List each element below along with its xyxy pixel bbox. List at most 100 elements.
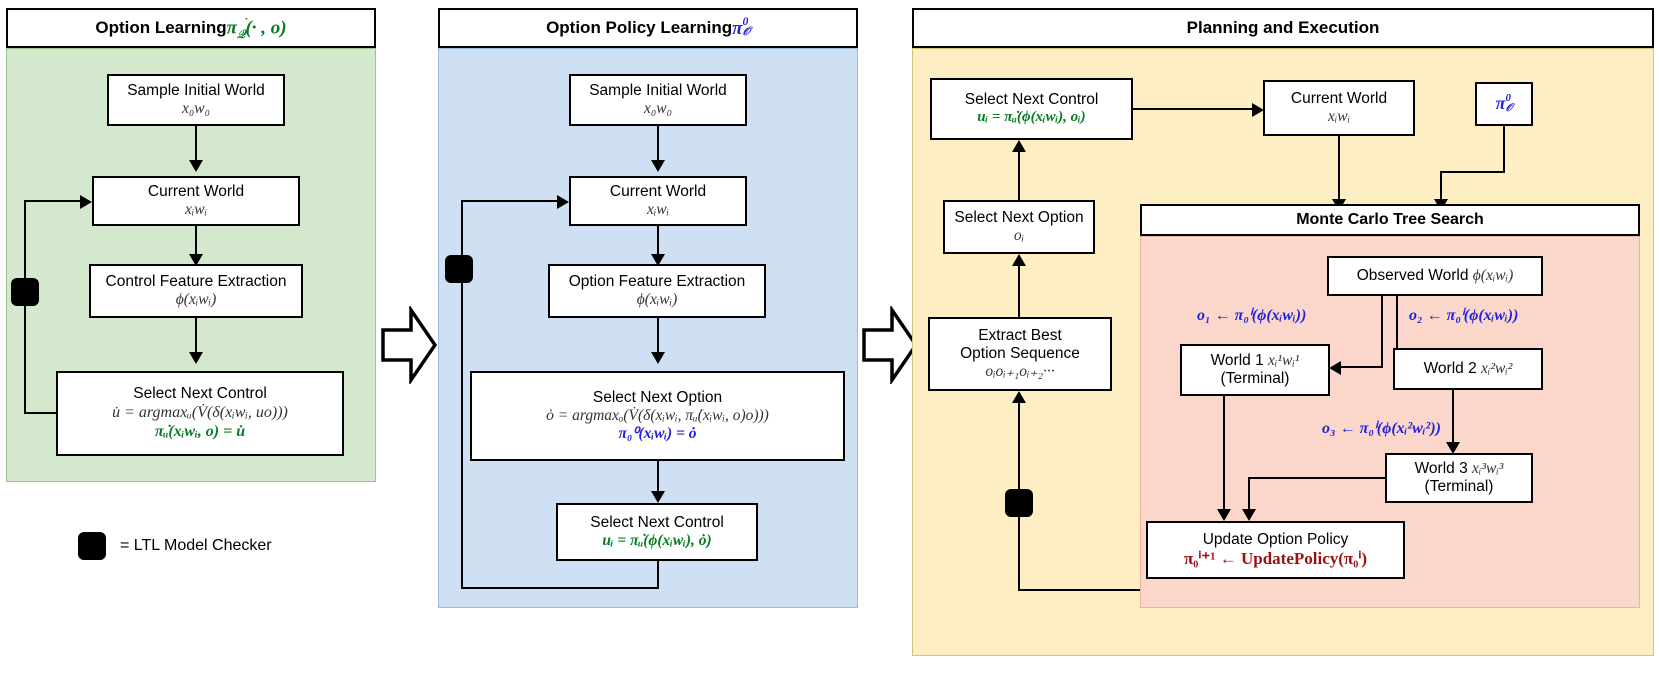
loop-bottom-1 [24, 412, 58, 414]
panel-header-mcts: Monte Carlo Tree Search [1140, 204, 1640, 236]
node-math: oᵢ [1013, 227, 1025, 244]
arrowhead-right [1252, 103, 1264, 117]
panel-title-planning-and-execution: Planning and Execution [1186, 18, 1380, 37]
world1-label: World 1 [1210, 351, 1268, 369]
node-select-next-option-2: Select Next Option ȯ = argmaxₒ(V̇(δ(xᵢw… [470, 371, 845, 461]
node-title: Sample Initial World [589, 81, 727, 99]
node-select-next-option-3: Select Next Option oᵢ [943, 200, 1095, 254]
node-select-next-control-1: Select Next Control u̇ = argmaxᵤ(V̇(δ(xᵢ… [56, 371, 344, 456]
node-world-2: World 2 xᵢ²wᵢ² [1393, 348, 1543, 390]
edge-world3-left [1248, 477, 1387, 479]
edge-sno3-to-snc3 [1018, 150, 1020, 200]
ltl-model-checker-marker-2 [445, 255, 473, 283]
node-subtitle: (Terminal) [1220, 370, 1290, 387]
node-world-1: World 1 xᵢ¹wᵢ¹ (Terminal) [1180, 344, 1330, 396]
node-title: Update Option Policy [1202, 530, 1349, 548]
node-sample-initial-world-1: Sample Initial World x₀w₀ [107, 74, 285, 126]
edge-policy-left [1440, 171, 1505, 173]
stage-arrow-2-icon [862, 304, 919, 389]
arrowhead-down [651, 160, 665, 172]
observed-world-label: Observed World [1356, 266, 1473, 284]
arrowhead-down [651, 491, 665, 503]
ltl-model-checker-marker-1 [11, 278, 39, 306]
loop-bottom-2 [461, 587, 659, 589]
edge-world3-down [1248, 477, 1250, 513]
observed-world-math: ϕ(xᵢwᵢ) [1472, 266, 1514, 284]
node-title: World 3 xᵢ³wᵢ³ [1415, 460, 1504, 478]
node-title: Current World [609, 182, 707, 200]
node-title-line1: Extract Best [978, 326, 1062, 344]
node-current-world-3: Current World xᵢwᵢ [1263, 80, 1415, 136]
node-math-2: πᵤ̇(xᵢwᵢ, o) = u̇ [154, 422, 246, 440]
arrowhead-down [651, 254, 665, 266]
arrowhead-right [80, 195, 92, 209]
panel-title-option-learning: Option Learning [95, 18, 227, 37]
node-math: x₀w₀ [644, 100, 672, 117]
node-math: xᵢwᵢ [1327, 108, 1351, 125]
node-title: Current World [1290, 89, 1388, 107]
edge-world2-to-world3 [1452, 390, 1454, 446]
node-update-option-policy: Update Option Policy π₀ⁱ⁺¹ ← UpdatePolic… [1146, 521, 1405, 579]
node-select-next-control-2: Select Next Control uᵢ = πᵤ̇(ϕ(xᵢwᵢ), ȯ… [556, 503, 758, 561]
node-math-1: u̇ = argmaxᵤ(V̇(δ(xᵢwᵢ, uo))) [112, 403, 288, 421]
legend: = LTL Model Checker [78, 532, 272, 560]
arrowhead-down [189, 254, 203, 266]
node-title: Current World [147, 182, 245, 200]
arrowhead-down [189, 352, 203, 364]
loop-top-2 [461, 200, 559, 202]
arrowhead-down [651, 352, 665, 364]
edge-current-to-ofe-2 [657, 226, 659, 258]
node-math: xᵢwᵢ [184, 201, 208, 218]
node-math: x₀w₀ [182, 100, 210, 117]
node-select-next-control-3: Select Next Control uᵢ = πᵤ̇(ϕ(xᵢwᵢ), oᵢ… [930, 78, 1133, 140]
node-control-feature-extraction: Control Feature Extraction ϕ(xᵢwᵢ) [89, 264, 303, 318]
legend-label: = LTL Model Checker [120, 537, 272, 554]
arrowhead-left [1329, 361, 1341, 375]
node-math: uᵢ = πᵤ̇(ϕ(xᵢwᵢ), oᵢ) [977, 109, 1086, 126]
edge-ow-to-world1 [1340, 366, 1383, 368]
edge-cfe-to-snc-1 [195, 318, 197, 356]
node-math-1: ȯ = argmaxₒ(V̇(δ(xᵢwᵢ, πᵤ̇(xᵢwᵢ, o)o))) [546, 406, 769, 424]
edge-world1-to-update [1223, 396, 1225, 513]
node-math: ϕ(xᵢwᵢ) [636, 291, 678, 308]
panel-header-option-learning: Option Learning π𝒬̇(· , o) [6, 8, 376, 48]
node-title: Sample Initial World [127, 81, 265, 99]
node-math: oᵢoᵢ₊₁oᵢ₊₂··· [985, 363, 1055, 381]
node-math: uᵢ = πᵤ̇(ϕ(xᵢwᵢ), ȯ) [602, 532, 712, 549]
edge-ebos-to-sno3 [1018, 264, 1020, 317]
arrowhead-up [1012, 254, 1026, 266]
node-world-3: World 3 xᵢ³wᵢ³ (Terminal) [1385, 453, 1533, 503]
edge-sample-to-current-2 [657, 126, 659, 164]
world2-label: World 2 [1423, 359, 1481, 377]
loop-top-1 [24, 200, 82, 202]
node-current-world-1: Current World xᵢwᵢ [92, 176, 300, 226]
ltl-model-checker-icon [78, 532, 106, 560]
panel-title-math-option-learning: π𝒬̇(· , o) [226, 17, 287, 41]
mcts-title: Monte Carlo Tree Search [1296, 211, 1484, 228]
node-title: Observed World ϕ(xᵢwᵢ) [1357, 267, 1513, 285]
edge-policy-down [1503, 126, 1505, 173]
node-current-world-2: Current World xᵢwᵢ [569, 176, 747, 226]
world3-math: xᵢ³wᵢ³ [1472, 459, 1504, 477]
world1-math: xᵢ¹wᵢ¹ [1268, 351, 1300, 369]
edge-label-o2: o₂ ← π₀ⁱ(ϕ(xᵢwᵢ)) [1409, 307, 1519, 324]
arrowhead-up [1012, 140, 1026, 152]
node-sample-initial-world-2: Sample Initial World x₀w₀ [569, 74, 747, 126]
arrowhead-down [1217, 509, 1231, 521]
edge-label-o3: o₃ ← π₀ⁱ(ϕ(xᵢ²wᵢ²)) [1322, 420, 1442, 437]
stage-arrow-1-icon [381, 304, 438, 389]
arrowhead-up [1012, 391, 1026, 403]
node-title: Select Next Control [964, 91, 1099, 109]
loop-down-2 [657, 561, 659, 589]
arrowhead-right [557, 195, 569, 209]
arrowhead-down [1446, 442, 1460, 454]
node-option-feature-extraction: Option Feature Extraction ϕ(xᵢwᵢ) [548, 264, 766, 318]
edge-sno-to-snc-2 [657, 461, 659, 495]
edge-label-o1: o₁ ← π₀ⁱ(ϕ(xᵢwᵢ)) [1197, 307, 1307, 324]
node-title: Select Next Option [954, 208, 1084, 226]
